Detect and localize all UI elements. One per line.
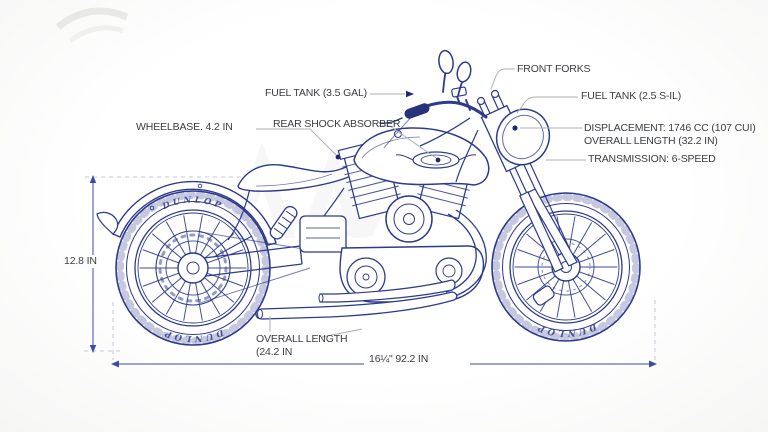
dimension-height: 12.8 IN [62,255,99,268]
dimension-lines [84,175,657,368]
label-wheelbase: WHEELBASE. 4.2 IN [136,121,233,133]
upper-muffler [319,279,456,303]
label-rear-shock-absorber: REAR SHOCK ABSORBER [273,118,401,130]
battery-box [299,215,347,253]
leader-lines [256,68,586,338]
front-brake-caliper [532,285,555,306]
mirror-left [438,49,454,75]
handlebar [379,49,488,124]
front-wheel [491,192,641,342]
air-cleaner [385,195,433,243]
label-fuel-tank-l: FUEL TANK (2.5 S-IL) [581,90,682,102]
fork-slider-rear [519,191,564,273]
mirror-right [456,61,472,83]
frame-neck [383,115,479,183]
label-transmission: TRANSMISSION: 6-SPEED [588,153,716,165]
clutch-lever [379,117,403,124]
fuel-tank [353,127,490,186]
rear-shock [269,205,298,240]
fork-slider-front [526,188,578,267]
left-grip [404,103,430,119]
headlight [495,108,551,166]
label-fuel-tank-gal: FUEL TANK (3.5 GAL) [265,87,367,99]
label-displacement: DISPLACEMENT: 1746 CC (107 CUI) [584,122,756,134]
corner-smudge [55,7,129,44]
tail-light [96,211,119,235]
dimension-length-label-line1: OVERALL LENGTH [256,333,348,345]
rear-wheel [115,190,271,346]
label-front-forks: FRONT FORKS [517,63,591,75]
dimension-length-label-line2: (24.2 IN [256,346,293,358]
rear-fender [96,180,277,258]
exhaust [255,209,487,320]
label-overall-length-right: OVERALL LENGTH (32.2 IN) [584,135,718,147]
leader-anchors [335,90,518,163]
lower-muffler [255,291,458,320]
dimension-width: 16¼" 92.2 IN [367,353,431,366]
